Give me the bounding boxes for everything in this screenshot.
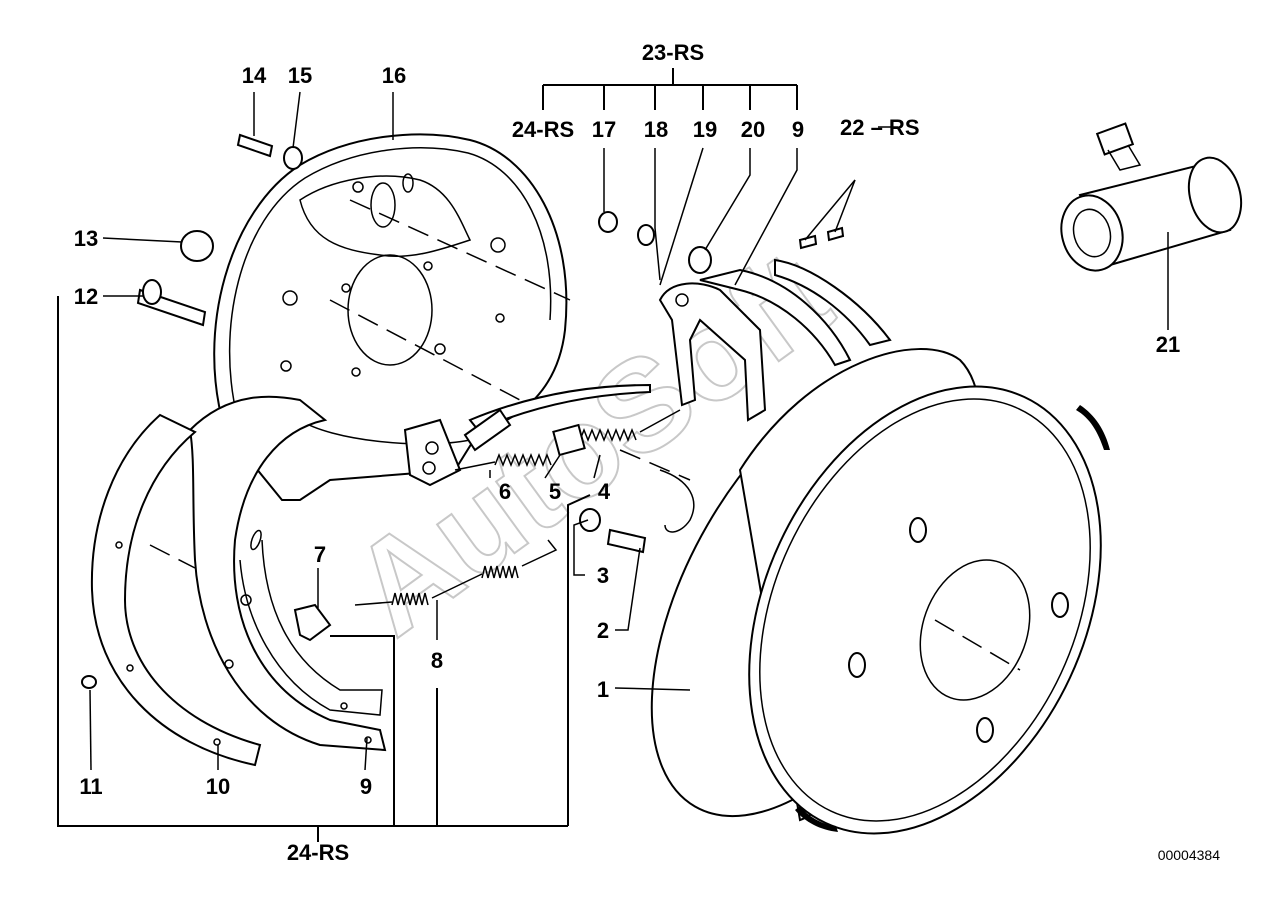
adjuster-assembly [403,383,681,487]
label-9-bottom: 9 [360,774,372,799]
small-parts [81,133,845,689]
label-19: 19 [693,117,717,142]
label-24-rs-top: 24-RS [512,117,574,142]
wheel-cylinder [1060,122,1243,272]
label-13: 13 [74,226,98,251]
label-20: 20 [741,117,765,142]
label-15: 15 [288,63,312,88]
label-7: 7 [314,542,326,567]
label-16: 16 [382,63,406,88]
return-spring [354,539,558,606]
label-8: 8 [431,648,443,673]
document-number: 00004384 [1158,847,1221,863]
parking-brake-lever [658,258,892,533]
label-5: 5 [549,479,561,504]
label-1: 1 [597,677,609,702]
label-14: 14 [242,63,267,88]
label-22-rs: 22 – RS [840,115,920,140]
leader-lines [57,68,1169,842]
label-3: 3 [597,563,609,588]
part-labels: 23-RS 24-RS 17 18 19 20 9 22 – RS 16 14 … [74,40,1220,865]
label-17: 17 [592,117,616,142]
assembly-axis-lines [149,199,1021,671]
label-23-rs: 23-RS [642,40,704,65]
label-11: 11 [79,774,102,799]
label-6: 6 [499,479,511,504]
label-21: 21 [1156,332,1180,357]
label-9-top: 9 [792,117,804,142]
label-10: 10 [206,774,230,799]
brake-drum [650,348,1110,835]
label-2: 2 [597,618,609,643]
label-24-rs-bottom: 24-RS [287,840,349,865]
brake-lining [90,413,262,767]
brake-shoe-left [188,395,387,752]
label-18: 18 [644,117,668,142]
label-12: 12 [74,284,98,309]
label-4: 4 [598,479,611,504]
